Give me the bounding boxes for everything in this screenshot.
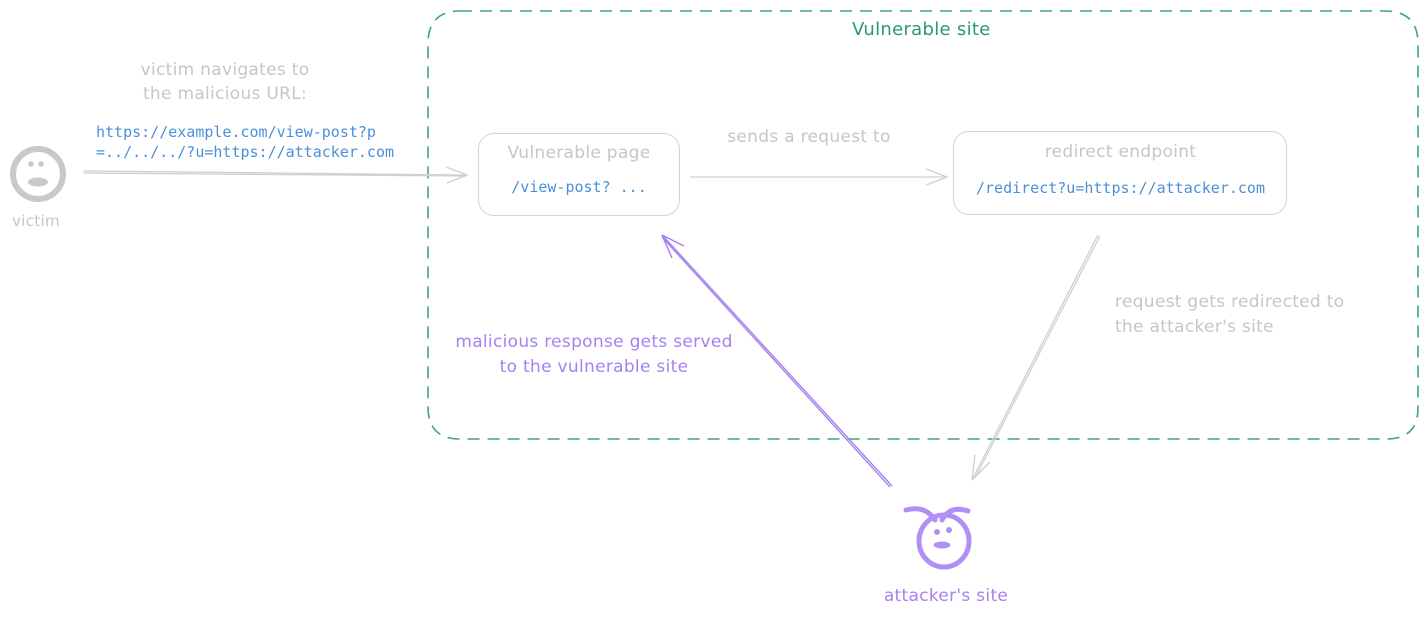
response-arrow (661, 234, 893, 488)
redirect-endpoint-node (953, 131, 1287, 215)
vulnerable-page-node (478, 133, 680, 216)
vulnerable-page-title: Vulnerable page (507, 143, 651, 163)
victim-annotation-line1: victim navigates to (140, 60, 310, 80)
redirect-arrow-label-line1: request gets redirected to (1115, 292, 1345, 312)
redirect-endpoint-path: /redirect?u=https://attacker.com (976, 179, 1265, 197)
vulnerable-page-path: /view-post? ... (511, 178, 647, 196)
attacker-site-label: attacker's site (883, 586, 1009, 606)
redirect-arrow-label-line2: the attacker's site (1115, 317, 1274, 337)
malicious-url-line2: =../../../?u=https://attacker.com (96, 143, 395, 161)
redirect-arrow (971, 234, 1101, 481)
request-arrow (690, 168, 949, 186)
vulnerable-site-label: Vulnerable site (852, 19, 991, 40)
victim-annotation-line2: the malicious URL: (142, 84, 308, 104)
victim-label: victim (12, 212, 60, 230)
request-arrow-label: sends a request to (727, 127, 891, 147)
redirect-endpoint-title: redirect endpoint (1044, 142, 1197, 162)
navigate-arrow (82, 166, 469, 184)
malicious-url-line1: https://example.com/view-post?p (96, 123, 376, 141)
response-arrow-label-line1: malicious response gets served (455, 332, 733, 352)
response-arrow-label-line2: to the vulnerable site (499, 357, 689, 377)
vulnerable-site-container (427, 10, 1419, 440)
smiley-face-icon (10, 146, 66, 202)
devil-face-icon (903, 506, 972, 570)
